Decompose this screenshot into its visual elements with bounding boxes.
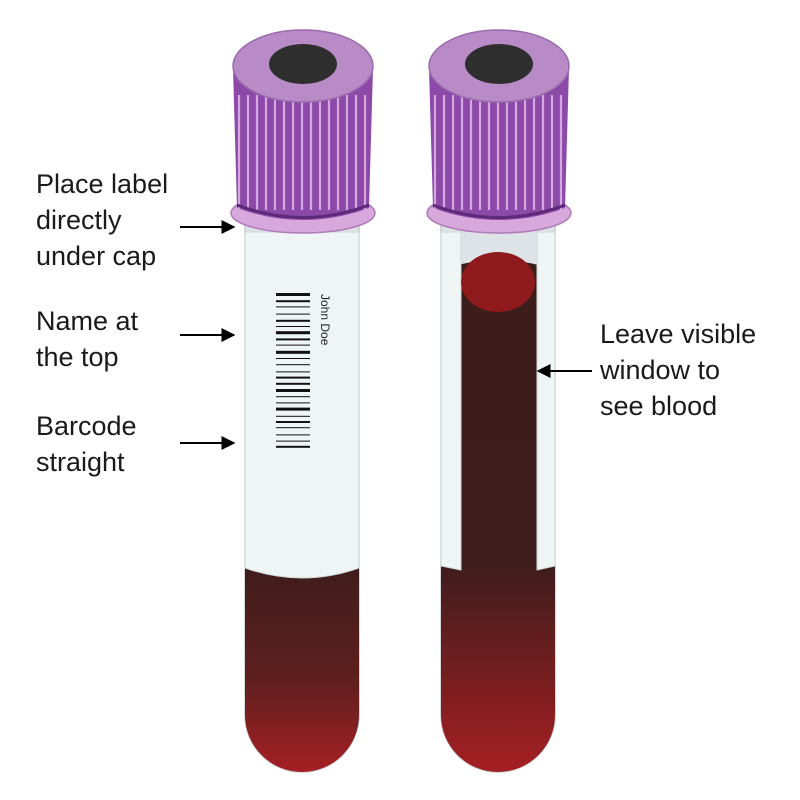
annotation-visible-window: Leave visible window to see blood xyxy=(536,319,756,421)
left-tube: John Doe xyxy=(230,29,376,773)
patient-name-label: John Doe xyxy=(318,294,332,346)
right-tube-label-right-flap xyxy=(536,231,556,571)
annotation-line: straight xyxy=(36,447,125,477)
right-cap-ribs xyxy=(433,95,563,210)
right-tube-blood-surface xyxy=(461,252,535,312)
left-tube-blood xyxy=(245,565,359,772)
left-cap-ribs xyxy=(237,95,367,210)
annotation-line: window to xyxy=(599,355,720,385)
barcode xyxy=(276,293,310,448)
annotation-label-under-cap: Place label directly under cap xyxy=(36,169,236,271)
right-tube xyxy=(426,29,572,773)
right-tube-blood xyxy=(441,260,555,772)
annotation-line: Leave visible xyxy=(600,319,756,349)
right-cap-hole xyxy=(465,44,533,84)
annotation-name-at-top: Name at the top xyxy=(36,306,236,372)
annotation-line: Place label xyxy=(36,169,168,199)
annotation-line: see blood xyxy=(600,391,717,421)
annotation-line: Barcode xyxy=(36,411,137,441)
right-tube-label-left-flap xyxy=(440,231,462,571)
annotation-barcode-straight: Barcode straight xyxy=(36,411,236,477)
left-tube-label xyxy=(244,231,360,579)
annotation-line: the top xyxy=(36,342,119,372)
annotation-line: directly xyxy=(36,205,122,235)
annotation-line: under cap xyxy=(36,241,156,271)
left-cap-hole xyxy=(269,44,337,84)
annotation-line: Name at xyxy=(36,306,139,336)
